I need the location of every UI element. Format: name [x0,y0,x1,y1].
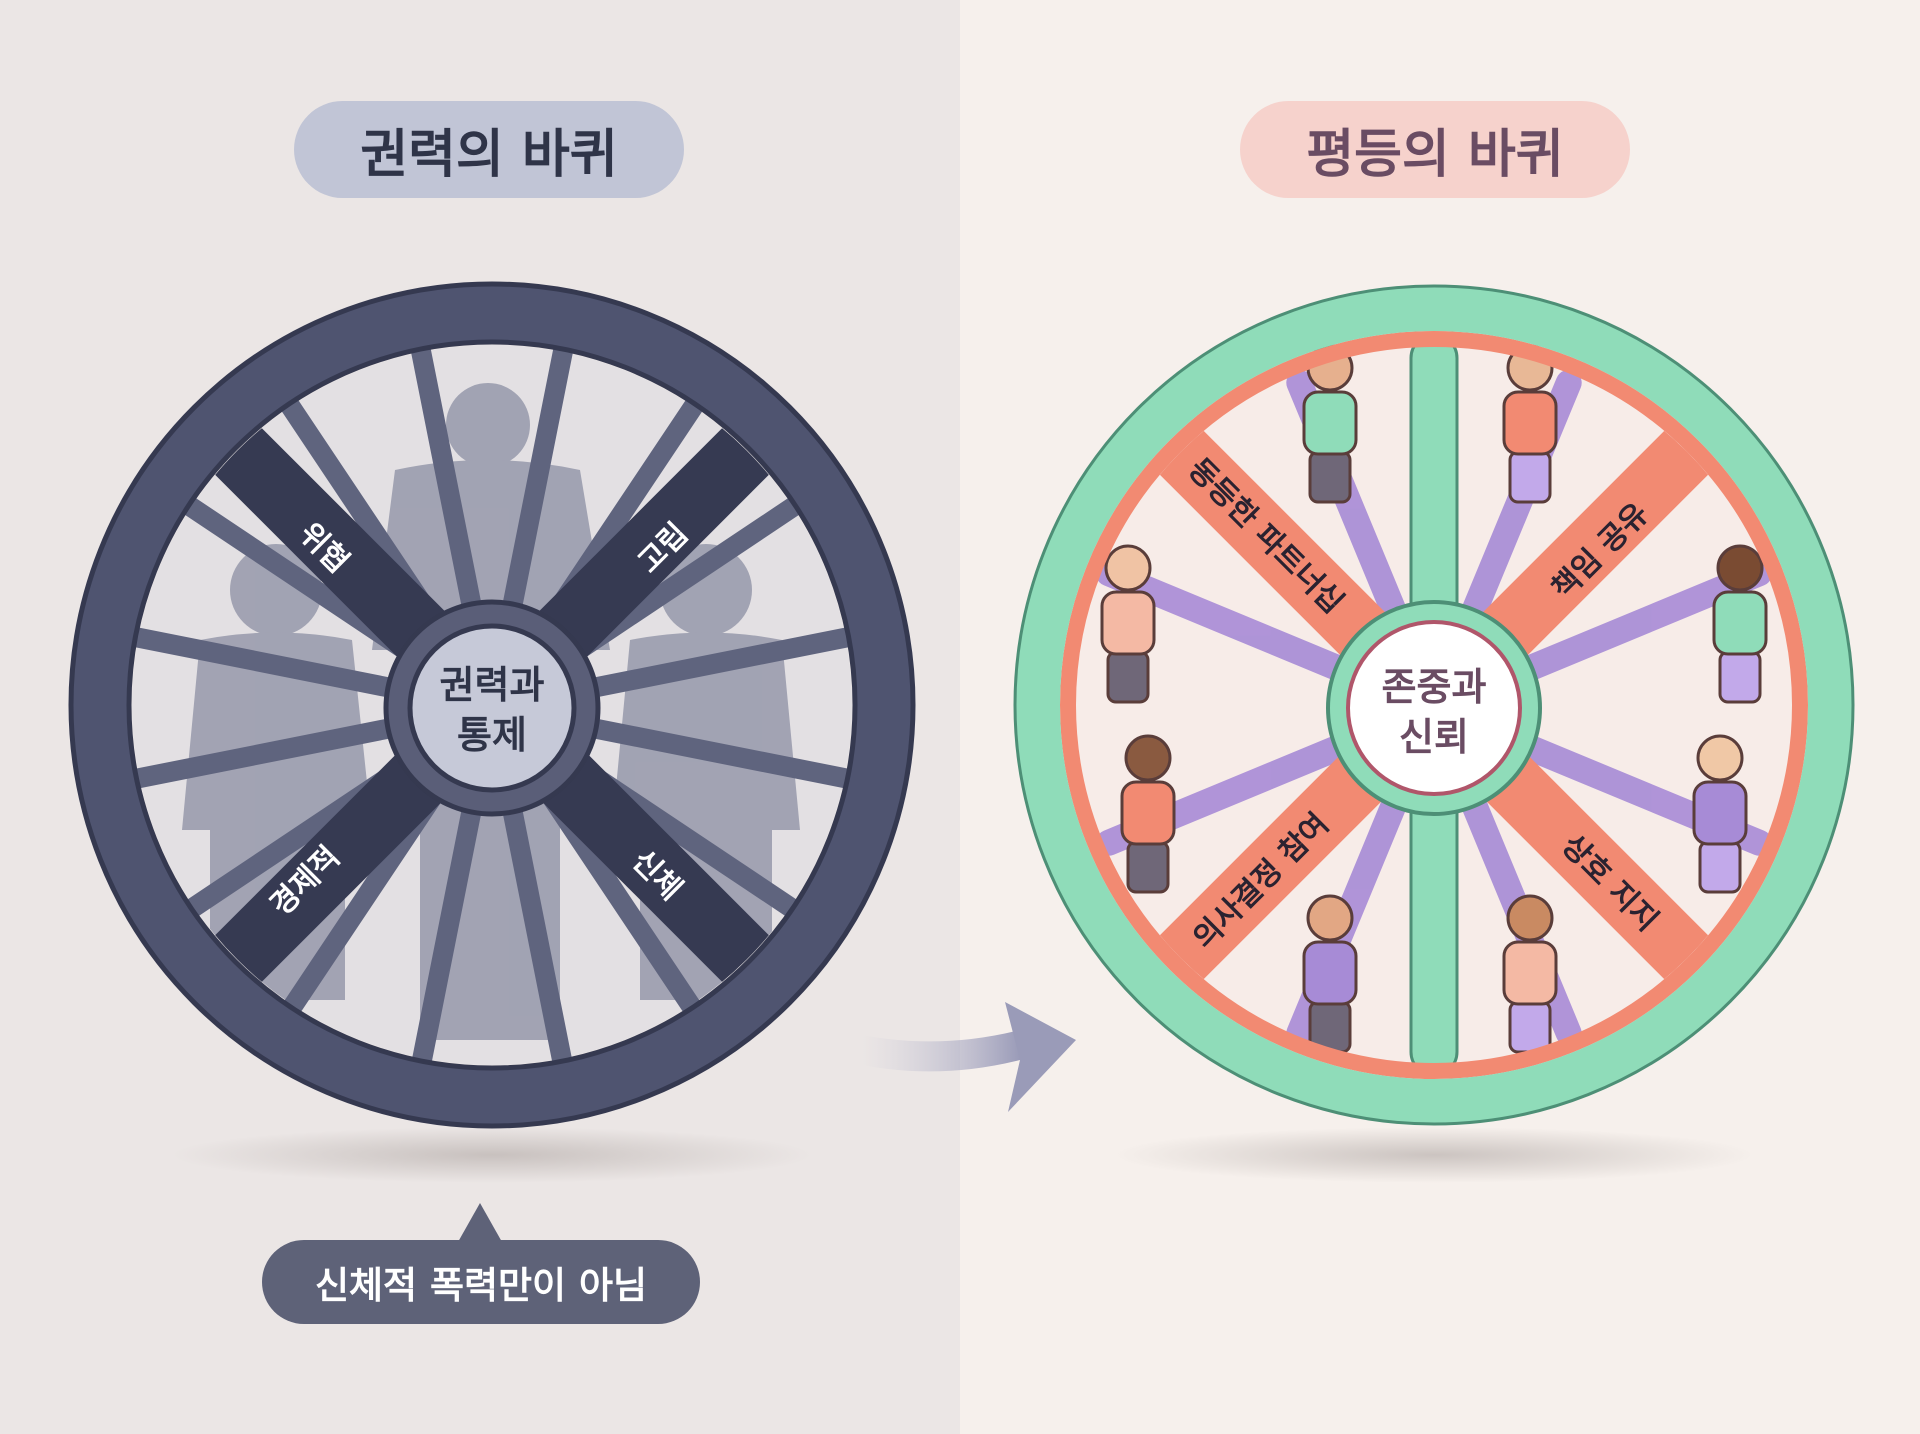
wheel-spoke [580,717,867,791]
person-icon [1302,344,1358,504]
note-badge: 신체적 폭력만이 아님 [262,1240,700,1324]
power-hub-label-line2: 통제 [457,713,527,757]
person-icon [1712,544,1768,704]
wheel-spoke [501,796,575,1083]
person-icon [1302,894,1358,1054]
wheel-spoke [409,796,483,1083]
equality-wheel-title: 평등의 바퀴 [1240,101,1630,198]
power-hub-label-line1: 권력과 [440,663,545,707]
person-icon [1100,544,1156,704]
power-wheel [68,281,916,1129]
equality-wheel-shadow [1114,1127,1754,1183]
power-wheel-title: 권력의 바퀴 [294,101,684,198]
wheel-spoke [1095,560,1355,683]
wheel-spoke [409,333,483,620]
person-icon [1120,734,1176,894]
power-wheel-shadow [172,1127,812,1183]
equality-wheel [1013,284,1855,1126]
person-icon [1502,894,1558,1054]
wheel-spoke [1513,560,1773,683]
wheel-spoke [117,717,404,791]
people-holding-hands-icon [1100,344,1768,1054]
equality-hub-label-line2: 신뢰 [1399,715,1469,759]
person-icon [1502,344,1558,504]
person-icon [1692,734,1748,894]
wheel-spoke [580,625,867,699]
note-pointer [458,1203,502,1242]
equality-hub-label-line1: 존중과 [1382,665,1487,709]
wheel-spoke [117,625,404,699]
right-arrow-icon [862,1002,1076,1112]
wheel-spoke [501,333,575,620]
